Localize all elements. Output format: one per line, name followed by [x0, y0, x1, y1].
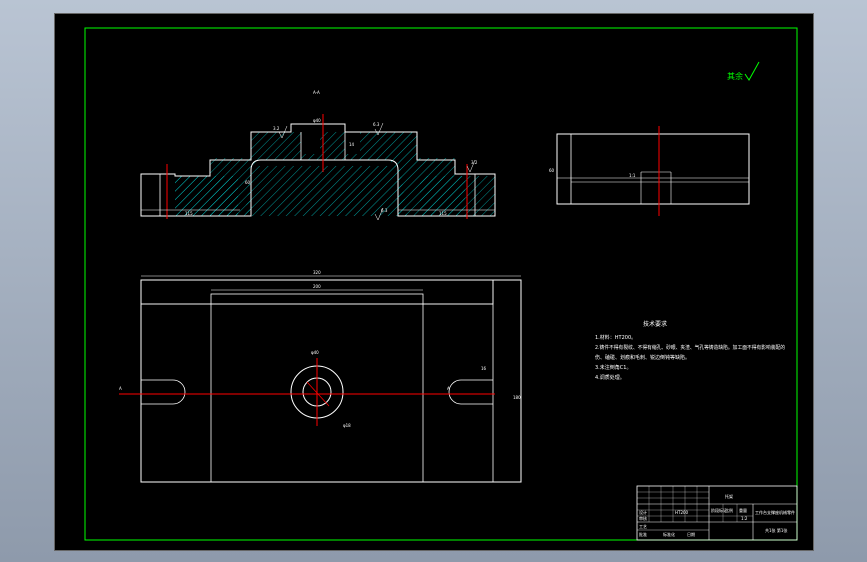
surface-finish-text: 其余 [727, 71, 743, 81]
side-outline [556, 133, 750, 205]
side-detail-label: 1:1 [629, 173, 636, 178]
plan-inner-width: 200 [313, 284, 321, 289]
title-label-weight: 重量 [739, 507, 747, 513]
section-marker-right: A [447, 386, 450, 391]
title-label-stage: 阶段标记 [711, 507, 727, 513]
tech-req-item-5: 4.调质处理。 [595, 374, 625, 381]
title-label-date: 日期 [687, 531, 695, 537]
tech-req-item-3: 伤、磕碰、划痕和毛刺、锐边倒钝等缺陷。 [595, 354, 690, 361]
dim-height: 60 [245, 180, 251, 185]
drawing-sheet[interactable]: 其余 A-A [54, 13, 814, 551]
title-label-design: 设计 [639, 509, 647, 515]
dim-depth: 14 [349, 142, 355, 147]
tech-req-item-2: 2.铸件不得有裂纹、不得有缩孔、砂眼、夹渣、气孔等铸造缺陷。加工面不得有影响装配… [595, 344, 785, 351]
plan-bore-label: φ18 [343, 423, 351, 428]
tech-req-item-4: 3.未注倒角C1。 [595, 364, 631, 371]
dim-left-width: 115 [185, 211, 193, 216]
plan-hole-label: φ40 [311, 350, 319, 355]
title-label-approve: 批准 [639, 531, 647, 537]
section-hatch-fill [175, 166, 495, 216]
plan-overall-width: 320 [313, 270, 321, 275]
title-label-check: 审核 [639, 515, 647, 521]
side-view: 60 1:1 [549, 126, 750, 216]
plan-slot-label: 16 [481, 366, 487, 371]
title-label-process: 工艺 [639, 524, 647, 529]
dim-boss-dia: φ40 [313, 118, 321, 123]
plan-outer [140, 279, 522, 483]
drawing-frame [84, 27, 798, 541]
tech-req-title: 技术要求 [643, 320, 667, 328]
section-marker-left: A [119, 386, 122, 391]
roughness-1: 3.2 [273, 126, 280, 131]
title-block: 托架 工作台支撑座机械零件 HT200 1:2 共1张 第1张 设计 审核 工艺… [636, 485, 798, 541]
plan-view: 320 200 180 φ40 φ18 16 A A [119, 270, 522, 483]
roughness-3: 3.2 [471, 160, 478, 165]
section-view-label: A-A [313, 90, 320, 95]
title-label-ratio: 比例 [725, 507, 733, 513]
title-material: HT200 [675, 510, 689, 515]
technical-requirements: 技术要求 1.材料：HT200。 2.铸件不得有裂纹、不得有缩孔、砂眼、夹渣、气… [595, 320, 785, 381]
right-slot [448, 379, 493, 405]
title-sheet: 共1张 第1张 [765, 527, 787, 533]
title-part-name: 托架 [725, 493, 733, 499]
plan-height-dim: 180 [513, 395, 521, 400]
title-drawing-title: 工作台支撑座机械零件 [755, 509, 795, 515]
surface-finish-note: 其余 [727, 61, 760, 81]
side-height-dim: 60 [549, 168, 555, 173]
section-body-hatch [175, 132, 465, 216]
tech-req-item-1: 1.材料：HT200。 [595, 334, 636, 341]
plan-inner-block [210, 293, 424, 483]
roughness-2: 6.3 [373, 122, 380, 127]
dim-right-width: 115 [439, 211, 447, 216]
roughness-4: 6.3 [381, 208, 388, 213]
roughness-symbol-icon [744, 61, 760, 81]
left-slot [141, 379, 186, 405]
title-scale: 1:2 [741, 516, 748, 521]
title-label-standard: 标准化 [663, 531, 675, 537]
section-view: A-A 115 115 6 [140, 90, 496, 221]
drawing-canvas[interactable]: 其余 A-A [55, 14, 813, 550]
section-outline [140, 123, 496, 217]
